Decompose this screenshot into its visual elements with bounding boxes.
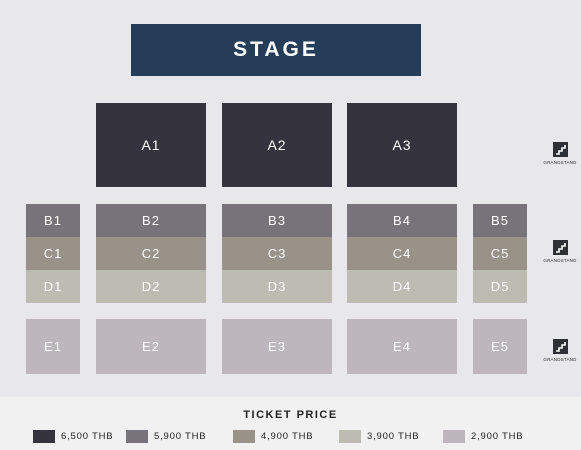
stage-label: STAGE: [233, 38, 319, 61]
legend-label: 3,900 THB: [367, 431, 420, 442]
seat-zone-b2[interactable]: B2: [96, 204, 206, 237]
legend-label: 4,900 THB: [261, 431, 314, 442]
grandstand-marker-bottom: GRANDSTAND: [535, 339, 581, 362]
grandstand-marker-middle: GRANDSTAND: [535, 240, 581, 263]
seat-zone-b5[interactable]: B5: [473, 204, 527, 237]
seat-zone-b4[interactable]: B4: [347, 204, 457, 237]
stage: STAGE: [131, 24, 421, 76]
seat-zone-e1[interactable]: E1: [26, 319, 80, 374]
legend-label: 6,500 THB: [61, 431, 114, 442]
legend-swatch: [33, 430, 55, 443]
seat-zone-e2[interactable]: E2: [96, 319, 206, 374]
seat-zone-c3[interactable]: C3: [222, 237, 332, 270]
legend-item: 2,900 THB: [443, 430, 523, 443]
grandstand-label: GRANDSTAND: [543, 258, 577, 263]
legend-swatch: [339, 430, 361, 443]
seat-zone-a3[interactable]: A3: [347, 103, 457, 187]
grandstand-icon: [552, 240, 568, 255]
legend-item: 5,900 THB: [126, 430, 206, 443]
seat-zone-e3[interactable]: E3: [222, 319, 332, 374]
legend-swatch: [126, 430, 148, 443]
legend-item: 3,900 THB: [339, 430, 419, 443]
legend-label: 2,900 THB: [471, 431, 524, 442]
seat-zone-d4[interactable]: D4: [347, 270, 457, 303]
seat-zone-e4[interactable]: E4: [347, 319, 457, 374]
legend-item: 6,500 THB: [33, 430, 113, 443]
grandstand-label: GRANDSTAND: [543, 357, 577, 362]
grandstand-marker-top: GRANDSTAND: [535, 142, 581, 165]
grandstand-icon: [552, 142, 568, 157]
seat-zone-c4[interactable]: C4: [347, 237, 457, 270]
seat-zone-e5[interactable]: E5: [473, 319, 527, 374]
seat-zone-c1[interactable]: C1: [26, 237, 80, 270]
seat-zone-c2[interactable]: C2: [96, 237, 206, 270]
seat-zone-a2[interactable]: A2: [222, 103, 332, 187]
seat-zone-c5[interactable]: C5: [473, 237, 527, 270]
seat-zone-d2[interactable]: D2: [96, 270, 206, 303]
seat-zone-a1[interactable]: A1: [96, 103, 206, 187]
legend-swatch: [233, 430, 255, 443]
seat-zone-d3[interactable]: D3: [222, 270, 332, 303]
seat-zone-b3[interactable]: B3: [222, 204, 332, 237]
seat-zone-d5[interactable]: D5: [473, 270, 527, 303]
grandstand-icon: [552, 339, 568, 354]
legend-swatch: [443, 430, 465, 443]
grandstand-label: GRANDSTAND: [543, 160, 577, 165]
legend-title: TICKET PRICE: [243, 409, 338, 421]
legend-panel: [0, 397, 581, 450]
seat-zone-d1[interactable]: D1: [26, 270, 80, 303]
seat-zone-b1[interactable]: B1: [26, 204, 80, 237]
legend-item: 4,900 THB: [233, 430, 313, 443]
legend-label: 5,900 THB: [154, 431, 207, 442]
